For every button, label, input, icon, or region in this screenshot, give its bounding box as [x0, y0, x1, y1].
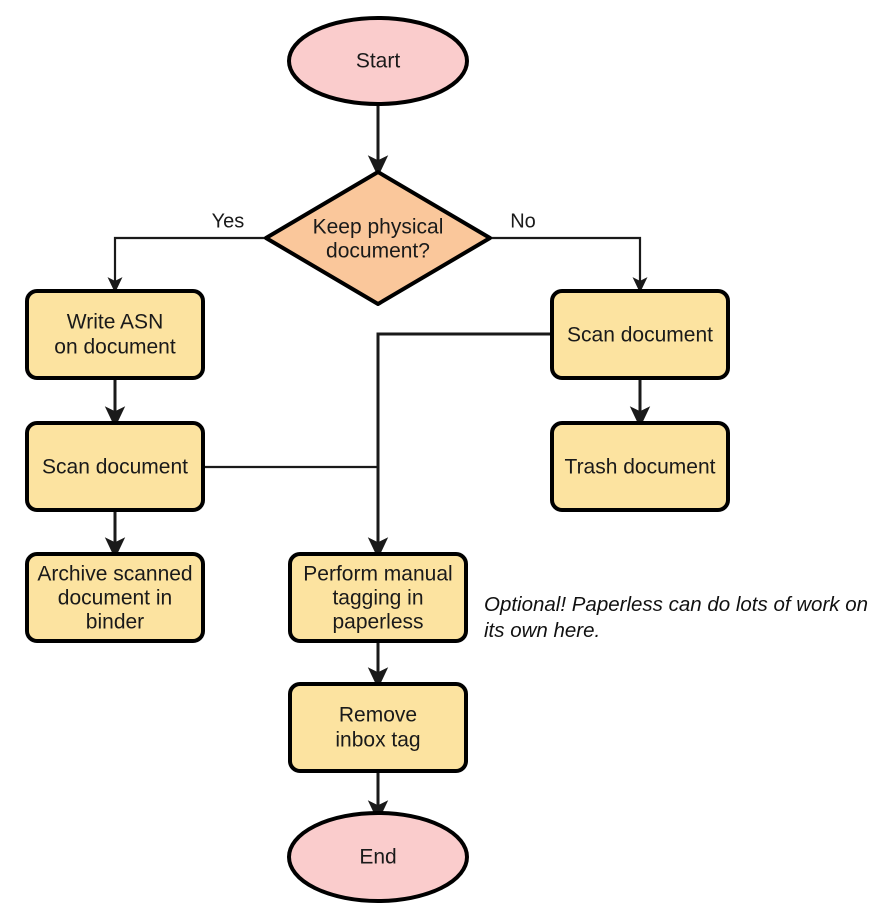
node-remove-inbox-label-line1: Remove: [339, 704, 417, 727]
node-remove-inbox-label-line2: inbox tag: [335, 729, 420, 752]
node-decision-label-line2: document?: [326, 240, 430, 263]
node-write-asn-label-line2: on document: [54, 336, 176, 359]
annotation-line-1: Optional! Paperless can do lots of work …: [484, 593, 868, 616]
edge-scan-right-to-tagging: [367, 332, 552, 559]
annotation-line-2: its own here.: [484, 619, 600, 642]
node-end[interactable]: End: [287, 811, 469, 903]
node-perform-manual-tagging[interactable]: Perform manual tagging in paperless: [288, 552, 468, 643]
node-scan-document-right-label: Scan document: [567, 324, 713, 347]
node-write-asn-on-document[interactable]: Write ASN on document: [25, 289, 205, 380]
node-scan-document-right[interactable]: Scan document: [550, 289, 730, 380]
node-archive-scanned-document[interactable]: Archive scanned document in binder: [25, 552, 205, 643]
node-archive-label-line1: Archive scanned: [37, 563, 192, 586]
node-tagging-label-line1: Perform manual: [303, 563, 452, 586]
node-scan-document-left-label: Scan document: [42, 456, 188, 479]
node-trash-document-label: Trash document: [565, 456, 716, 479]
edge-decision-yes-to-write-asn: [107, 236, 265, 293]
node-start-label: Start: [356, 50, 401, 73]
node-tagging-label-line3: paperless: [332, 611, 423, 634]
annotation-optional-paperless: Optional! Paperless can do lots of work …: [484, 593, 868, 642]
node-decision-keep-physical-document[interactable]: Keep physical document?: [264, 170, 492, 306]
edge-label-no: No: [510, 210, 536, 232]
node-archive-label-line3: binder: [86, 611, 144, 634]
node-write-asn-label-line1: Write ASN: [67, 311, 163, 334]
node-start[interactable]: Start: [287, 16, 469, 106]
node-tagging-label-line2: tagging in: [332, 587, 423, 610]
edge-label-yes: Yes: [212, 210, 245, 232]
node-scan-document-left[interactable]: Scan document: [25, 421, 205, 512]
edge-decision-no-to-scan-right: [490, 236, 648, 293]
node-trash-document[interactable]: Trash document: [550, 421, 730, 512]
node-archive-label-line2: document in: [58, 587, 172, 610]
node-decision-label-line1: Keep physical: [313, 216, 444, 239]
node-remove-inbox-tag[interactable]: Remove inbox tag: [288, 682, 468, 773]
node-end-label: End: [359, 846, 396, 869]
